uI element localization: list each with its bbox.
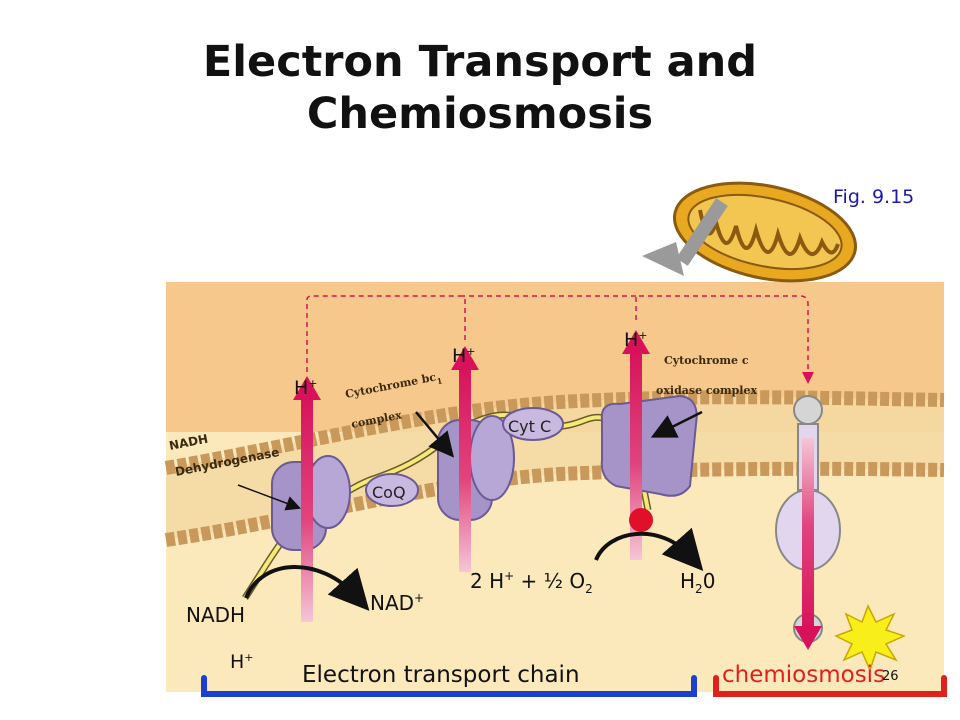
h-plus-label-2: H+ xyxy=(452,345,476,367)
etc-bracket xyxy=(201,675,697,697)
title-line-1: Electron Transport and xyxy=(202,37,758,87)
h-plus-label-matrix: H+ xyxy=(230,651,254,673)
oxygen-reaction-label: 2 H+ + ½ O2 xyxy=(470,569,593,596)
chemiosmosis-bracket xyxy=(713,675,947,697)
pointer-arrow-icon xyxy=(642,198,728,276)
h-plus-label-3: H+ xyxy=(624,329,648,351)
cytochrome-c-oxidase-complex xyxy=(600,394,698,497)
cytochrome-c-oxidase-label-1: Cytochrome c xyxy=(664,354,749,367)
cytochrome-c-oxidase-label-2: oxidase complex xyxy=(656,384,757,397)
cyt-c-label: Cyt C xyxy=(508,417,551,436)
etc-label: Electron transport chain xyxy=(302,662,580,688)
proton-arrow-atp xyxy=(794,438,822,650)
oxygen-reduction-site xyxy=(629,508,653,532)
water-formation-arrow xyxy=(594,527,704,571)
bc1-label-pointer xyxy=(415,411,455,458)
proton-arrow-3 xyxy=(622,330,650,560)
proton-arrow-1 xyxy=(293,376,321,622)
coq-label: CoQ xyxy=(372,483,406,502)
proton-arrow-2 xyxy=(451,346,479,572)
water-label: H20 xyxy=(680,569,715,596)
oxidase-label-pointer xyxy=(650,410,703,438)
title-line-2: Chemiosmosis xyxy=(306,89,654,139)
atp-burst-icon xyxy=(834,604,907,673)
nadh-label-pointer xyxy=(237,484,302,511)
nadh-oxidation-arrow xyxy=(244,565,370,611)
cyt-c-carrier xyxy=(502,407,564,441)
figure-reference: Fig. 9.15 xyxy=(833,186,915,208)
mitochondrion-icon xyxy=(673,181,857,283)
chemiosmosis-label: chemiosmosis xyxy=(722,662,885,688)
nadh-label: NADH xyxy=(186,603,245,627)
proton-flow-dashed-path xyxy=(306,295,814,384)
h-plus-label-1: H+ xyxy=(294,377,318,399)
page-title: Electron Transport and Chemiosmosis xyxy=(0,36,960,140)
slide-number: 26 xyxy=(882,669,899,684)
coq-carrier xyxy=(365,473,419,507)
nad-plus-label: NAD+ xyxy=(370,591,424,615)
